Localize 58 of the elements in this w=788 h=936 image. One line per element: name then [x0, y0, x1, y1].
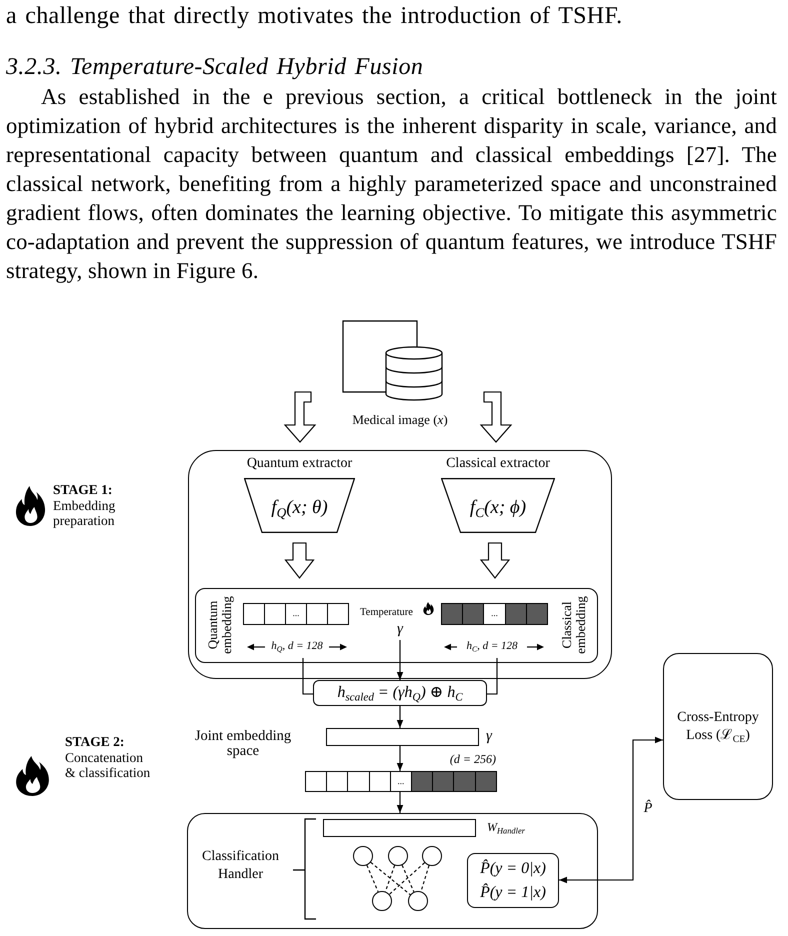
connector-line — [302, 658, 313, 695]
arrow — [396, 706, 404, 728]
dashed-line — [384, 865, 396, 892]
body-paragraph: As established in the e previous section, a critical bottleneck in the joint optimization of hybrid architectures is the inherent disparity in scale, variance, and representational capacity between quantum and classical embeddings [27]. The classical network, benefiting from a highly parameterized space and unconstrained gradient flows, often dominates the learning objective. To mitigate this asymmetric co-adaptation and prevent the suppression of quantum features, we introduce TSHF strategy, shown in Figure 6. — [6, 83, 777, 285]
formula: P̂(y = 1|x) — [480, 882, 546, 902]
symbol-label: W$_{Handler}$ — [487, 820, 525, 835]
formula: f$_{Q}$(x; θ) — [271, 496, 328, 518]
stage-label: STAGE 1: Embedding preparation — [53, 482, 116, 528]
vector-cell: ... — [285, 603, 307, 625]
arrow — [396, 746, 404, 771]
dimension-label: h$_{Q}$, d = 128 — [271, 639, 323, 653]
vector-cell: ... — [390, 771, 412, 792]
vertical-label: Quantum embedding — [206, 595, 234, 656]
symbol-label: γ — [486, 727, 492, 745]
vertical-label: Classical embedding — [560, 595, 588, 656]
neuron-circle — [422, 846, 442, 866]
neuron-circle — [372, 891, 392, 911]
body-text: a challenge that directly motivates the introduction of TSHF. — [6, 2, 622, 31]
neuron-circle — [353, 846, 373, 866]
formula: f$_{C}$(x; ϕ) — [470, 496, 526, 518]
output-box — [467, 853, 559, 908]
arrow — [396, 640, 404, 680]
dashed-line — [402, 864, 414, 892]
embedding-panel — [195, 588, 598, 663]
dashed-line — [389, 862, 425, 895]
formula: h$_{scaled}$ = (γh$_{Q}$) ⊕ h$_{C}$ — [337, 684, 463, 702]
stage-label: STAGE 2: Concatenation & classification — [65, 734, 152, 780]
extractor-title: Classical extractor — [446, 456, 550, 472]
panel-title: Classification Handler — [202, 848, 279, 884]
arrow — [396, 792, 404, 813]
dimension-label: (d = 256) — [450, 752, 496, 767]
stage-panel — [188, 450, 612, 679]
embedding-bar — [326, 728, 479, 746]
dashed-line — [420, 865, 430, 892]
dashed-line — [366, 864, 379, 892]
symbol: γ — [397, 620, 403, 638]
weight-bar — [323, 819, 476, 837]
arrow — [559, 736, 663, 884]
node-label: Temperature — [360, 607, 413, 619]
formula-box — [313, 680, 487, 706]
block-arrow — [480, 542, 510, 579]
formula: P̂(y = 0|x) — [480, 858, 546, 878]
handler-panel — [187, 813, 598, 929]
connector-line — [487, 658, 498, 695]
extractor-title: Quantum extractor — [246, 456, 352, 472]
region-label: Joint embedding space — [194, 729, 292, 759]
dimension-label: h$_{C}$, d = 128 — [466, 639, 518, 653]
section-heading: 3.2.3. Temperature-Scaled Hybrid Fusion — [6, 53, 424, 82]
dashed-line — [370, 862, 411, 896]
loss-box — [663, 653, 773, 800]
node-label: Medical image (x) — [352, 412, 448, 428]
block-arrow — [480, 391, 512, 443]
block-arrow — [284, 542, 315, 579]
node-label: Cross-Entropy Loss (ℒ$_{CE}$) — [676, 708, 760, 744]
neuron-circle — [408, 891, 428, 911]
vector-cell: ... — [483, 603, 506, 625]
block-arrow — [284, 391, 316, 443]
neuron-circle — [388, 846, 408, 866]
